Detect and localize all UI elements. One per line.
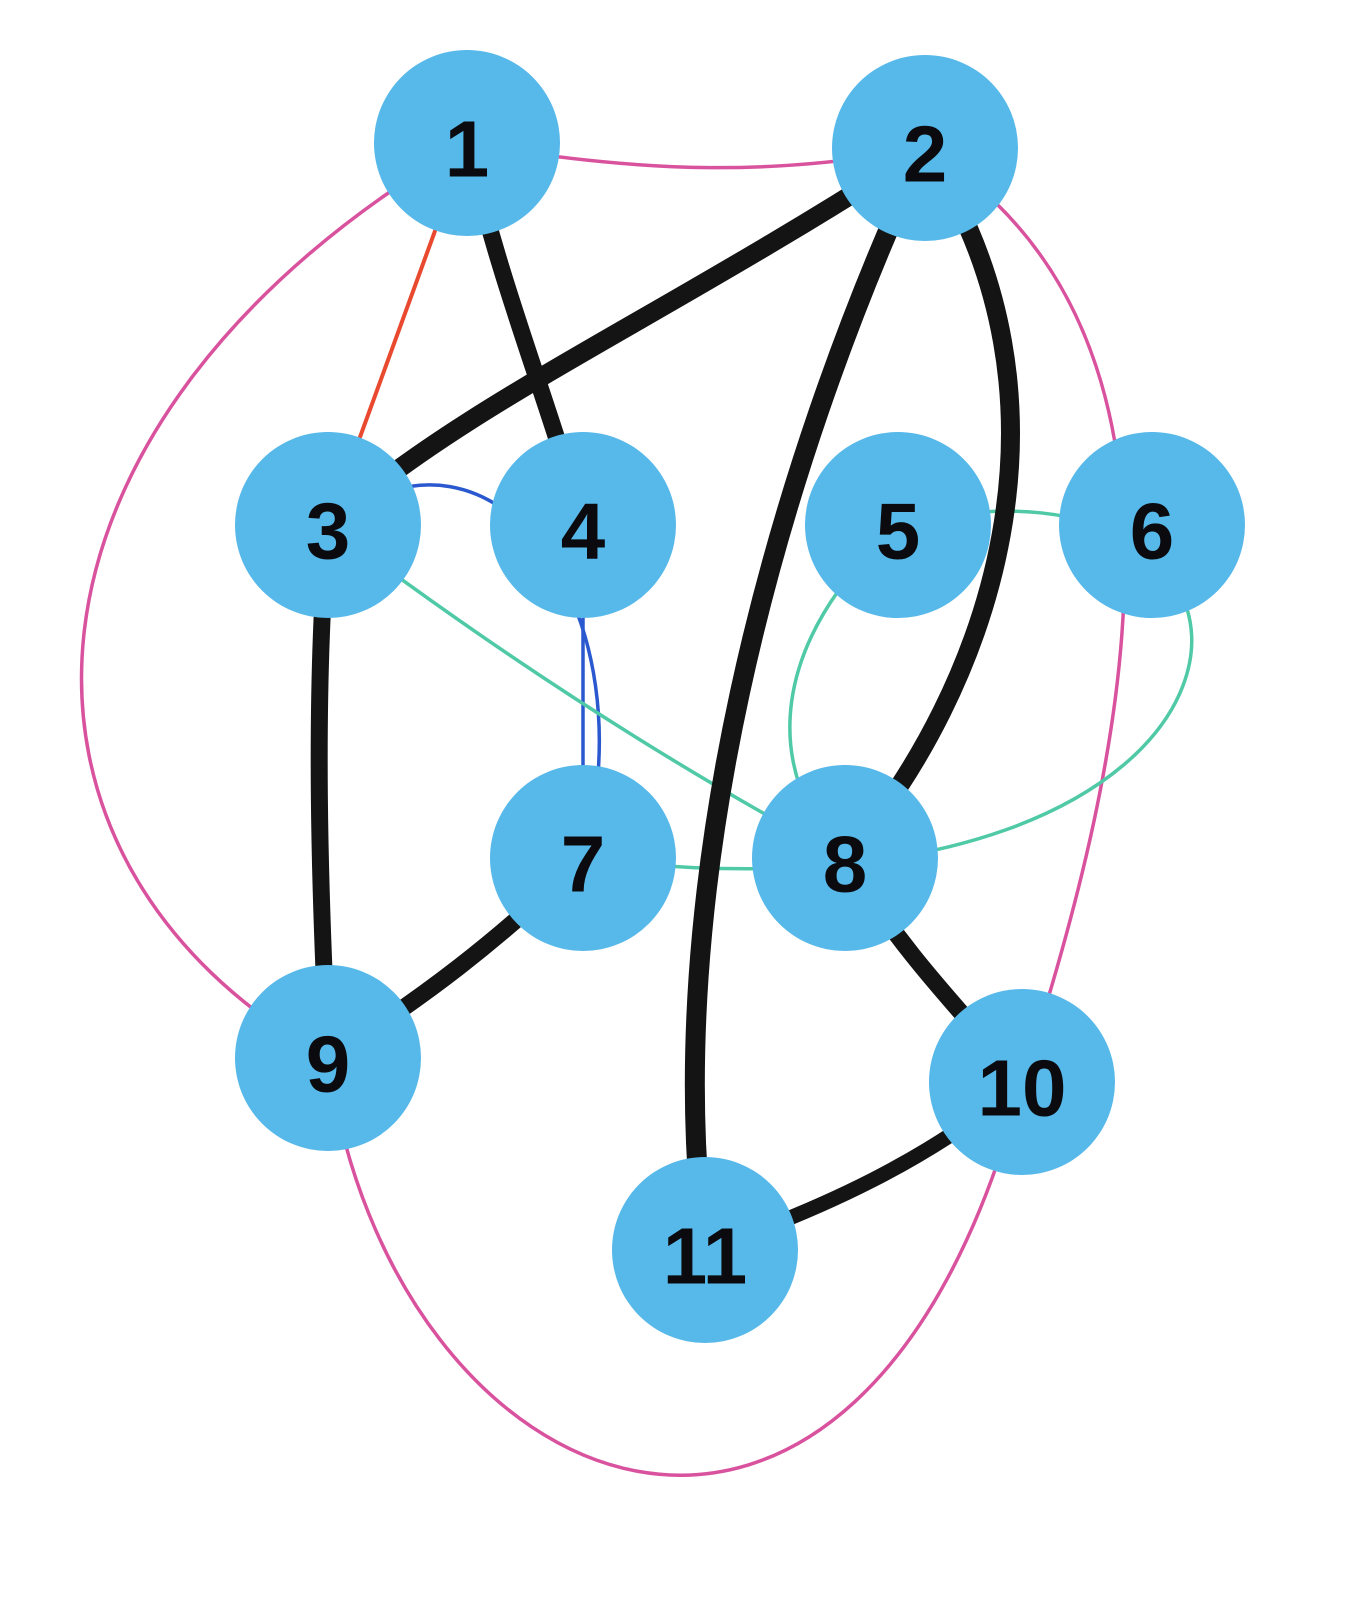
node-circle-1 xyxy=(374,50,560,236)
node-circle-11 xyxy=(612,1157,798,1343)
node-label-7: 7 xyxy=(561,820,606,909)
graph-node-8: 8 xyxy=(752,765,938,951)
node-circle-8 xyxy=(752,765,938,951)
graph-node-2: 2 xyxy=(832,55,1018,241)
node-label-11: 11 xyxy=(663,1212,748,1301)
node-label-8: 8 xyxy=(823,820,868,909)
node-label-10: 10 xyxy=(978,1044,1067,1133)
graph-node-5: 5 xyxy=(805,432,991,618)
node-circle-7 xyxy=(490,765,676,951)
node-circle-2 xyxy=(832,55,1018,241)
edge-1-9 xyxy=(79,141,469,1060)
node-circle-6 xyxy=(1059,432,1245,618)
node-label-9: 9 xyxy=(306,1020,351,1109)
node-circle-5 xyxy=(805,432,991,618)
node-circle-10 xyxy=(929,989,1115,1175)
node-label-4: 4 xyxy=(561,487,606,576)
graph-node-6: 6 xyxy=(1059,432,1245,618)
graph-node-11: 11 xyxy=(612,1157,798,1343)
node-circle-9 xyxy=(235,965,421,1151)
node-label-3: 3 xyxy=(306,487,351,576)
graph-node-7: 7 xyxy=(490,765,676,951)
node-label-5: 5 xyxy=(876,487,921,576)
node-label-6: 6 xyxy=(1130,487,1175,576)
edge-2-10 xyxy=(923,146,1127,1084)
node-label-1: 1 xyxy=(445,105,490,194)
graph-node-1: 1 xyxy=(374,50,560,236)
node-label-2: 2 xyxy=(903,110,948,199)
node-circle-4 xyxy=(490,432,676,618)
edge-2-11 xyxy=(684,138,935,1260)
graph-node-10: 10 xyxy=(929,989,1115,1175)
graph-node-4: 4 xyxy=(490,432,676,618)
edge-2-8 xyxy=(835,138,1020,868)
graph-node-3: 3 xyxy=(235,432,421,618)
graph-node-9: 9 xyxy=(235,965,421,1151)
node-circle-3 xyxy=(235,432,421,618)
edge-9-10 xyxy=(326,1056,1024,1477)
